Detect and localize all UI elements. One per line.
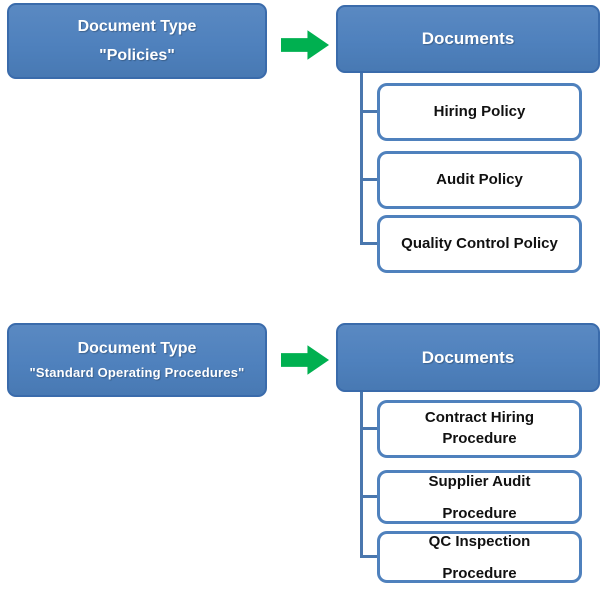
right-arrow-icon (281, 30, 330, 60)
documents-box-sops: Documents (336, 323, 600, 392)
tree-connector-stub (360, 242, 377, 245)
tree-connector-stub (360, 555, 377, 558)
doc-type-value: "Policies" (99, 46, 175, 64)
child-label: Audit Policy (436, 170, 523, 188)
tree-connector-stub (360, 110, 377, 113)
child-box-qc-inspection-procedure: QC Inspection Procedure (377, 531, 582, 583)
child-label: Hiring Policy (433, 102, 526, 120)
documents-label: Documents (421, 29, 515, 48)
documents-label: Documents (421, 347, 515, 367)
doc-type-value: "Standard Operating Procedures" (29, 365, 245, 380)
tree-connector-vertical (360, 392, 363, 558)
tree-connector-vertical (360, 73, 363, 245)
child-box-audit-policy: Audit Policy (377, 151, 582, 209)
tree-connector-stub (360, 427, 377, 430)
child-label-line2: Procedure (442, 430, 517, 447)
child-label: QC Inspection (428, 532, 531, 550)
doc-type-policies-box: Document Type "Policies" (7, 3, 267, 79)
child-box-supplier-audit-procedure: Supplier Audit Procedure (377, 470, 582, 524)
child-label: Quality Control Policy (401, 234, 558, 252)
documents-box-policies: Documents (336, 5, 600, 73)
child-box-contract-hiring-procedure: Contract Hiring Procedure (377, 400, 582, 458)
right-arrow-icon (281, 345, 330, 375)
doc-type-label: Document Type (77, 340, 197, 357)
child-label: Contract Hiring (424, 409, 535, 427)
child-box-hiring-policy: Hiring Policy (377, 83, 582, 141)
doc-type-label: Document Type (77, 17, 197, 35)
doc-type-sops-box: Document Type "Standard Operating Proced… (7, 323, 267, 397)
child-box-quality-control-policy: Quality Control Policy (377, 215, 582, 273)
child-label: Supplier Audit (428, 472, 531, 490)
child-label-line2: Procedure (442, 564, 517, 582)
tree-connector-stub (360, 178, 377, 181)
tree-connector-stub (360, 495, 377, 498)
child-label-line2: Procedure (442, 504, 517, 522)
